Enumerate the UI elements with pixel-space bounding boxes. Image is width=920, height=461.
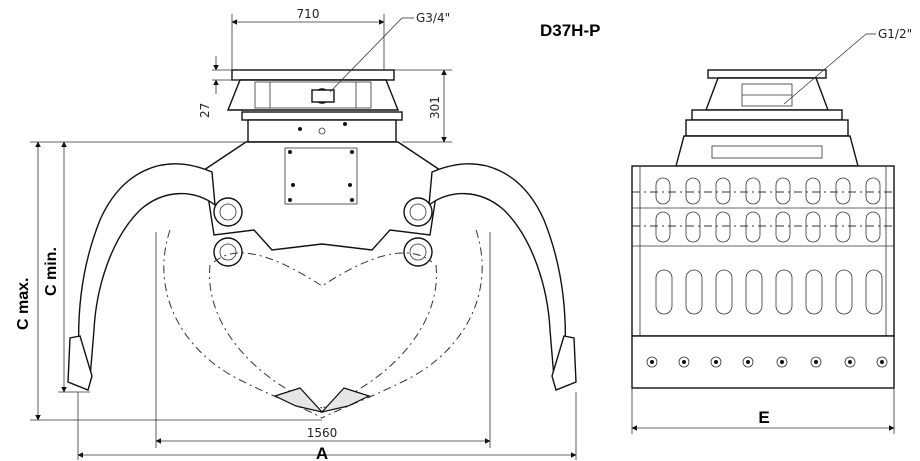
label-side-letter: E xyxy=(758,408,769,427)
label-c-min: C min. xyxy=(43,247,60,296)
dim-top-width: 710 xyxy=(297,7,320,21)
label-c-max: C max. xyxy=(15,278,32,330)
slot-row-3 xyxy=(655,269,883,315)
side-view: G1/2" xyxy=(631,27,912,434)
slot-row-1 xyxy=(655,177,881,205)
model-title: D37H-P xyxy=(540,21,600,40)
dim-rotator-offset: 27 xyxy=(198,103,212,118)
dim-span-value: 1560 xyxy=(307,426,338,440)
label-port-side: G1/2" xyxy=(878,27,912,41)
dim-rotator-height: 301 xyxy=(428,96,442,119)
label-span-letter: A xyxy=(316,444,328,461)
front-view: 710 G3/4" 27 301 C max. C min. 1560 xyxy=(15,7,577,461)
label-port-front: G3/4" xyxy=(416,11,450,25)
slot-row-2 xyxy=(655,211,881,243)
bolt-row xyxy=(646,356,888,368)
